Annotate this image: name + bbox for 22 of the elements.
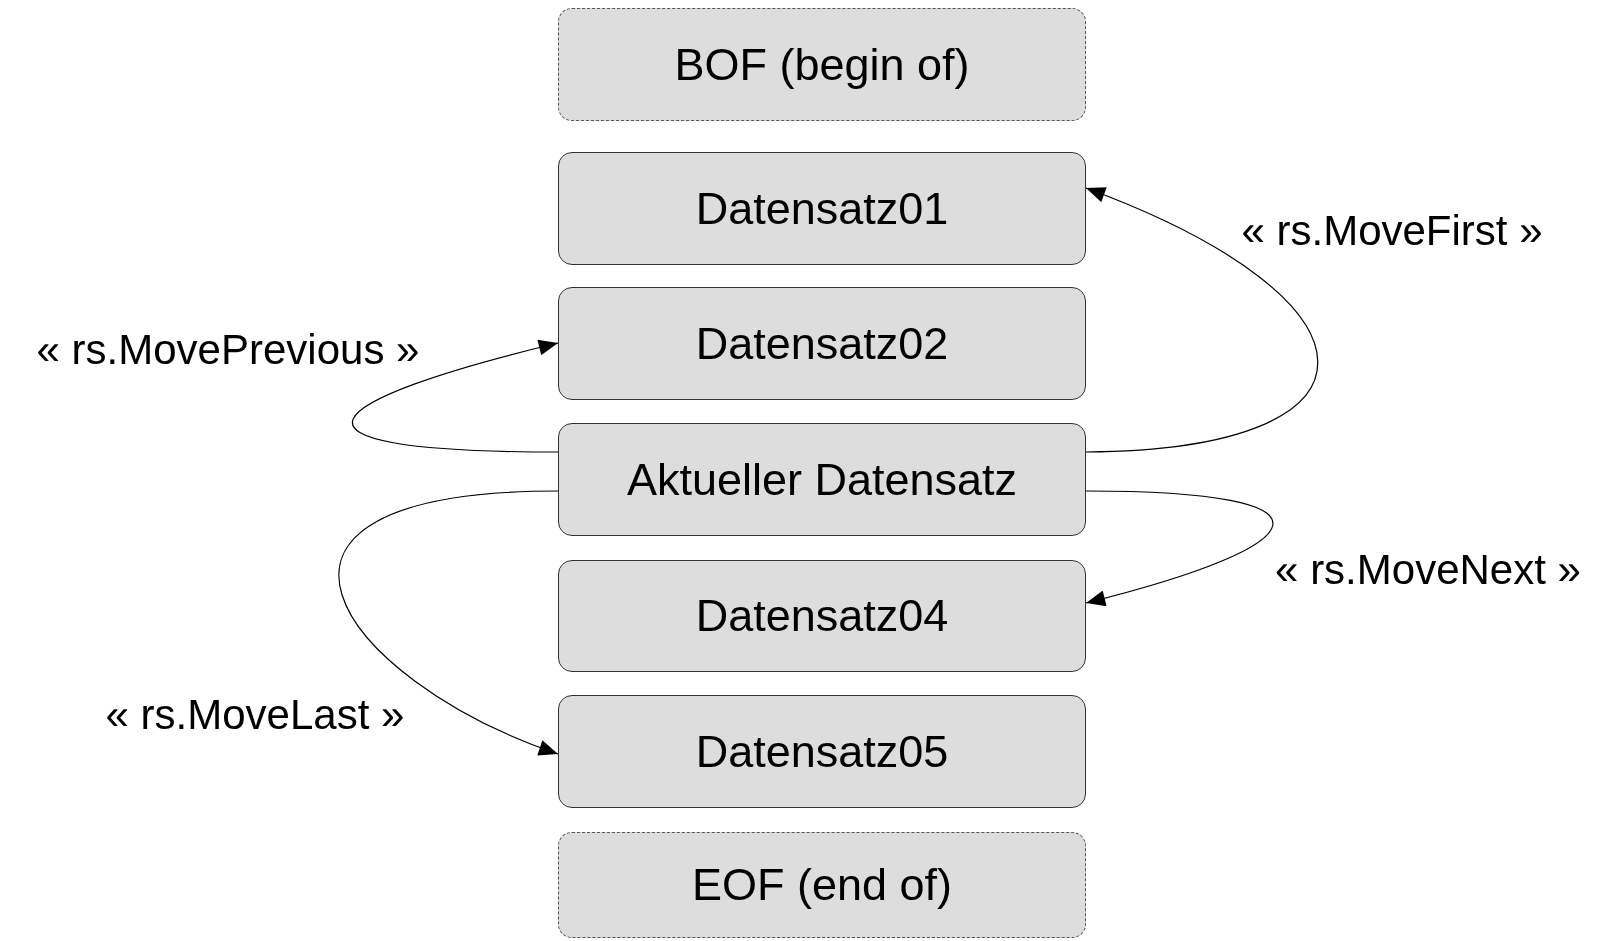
arrow [1085,187,1319,453]
edge-label: « rs.MovePrevious » [36,329,420,371]
record-label: Datensatz04 [695,590,949,642]
arrow [352,339,559,453]
arrow [338,490,559,755]
record-label: EOF (end of) [691,859,953,911]
edge-label: « rs.MoveLast » [105,694,405,736]
record-label: Datensatz02 [695,317,949,370]
record-box [558,287,1086,400]
record-box [558,152,1086,265]
record-label: Datensatz01 [695,182,949,235]
edge-label: « rs.MoveNext » [1275,549,1581,591]
record-box [558,560,1086,672]
record-box [558,423,1086,536]
edge-label: « rs.MoveFirst » [1241,210,1543,252]
record-box [558,832,1086,938]
arrow [1085,490,1274,606]
record-label: Datensatz05 [695,725,949,778]
record-box [558,8,1086,121]
record-label: BOF (begin of) [674,38,970,91]
record-label: Aktueller Datensatz [626,453,1018,506]
record-box [558,695,1086,808]
